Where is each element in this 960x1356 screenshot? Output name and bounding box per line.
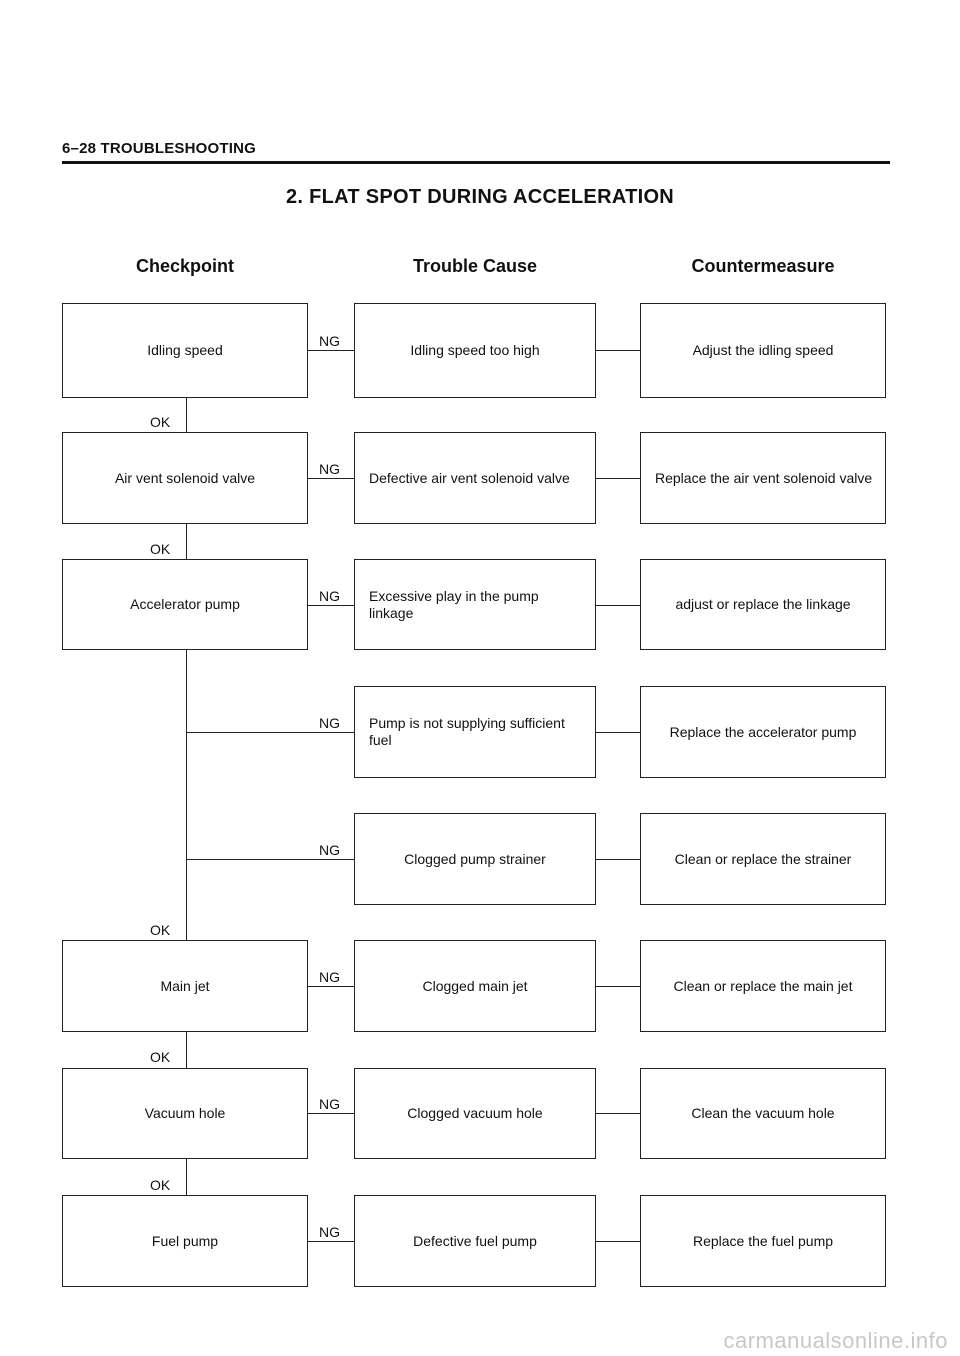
trouble-cause-label: Clogged pump strainer xyxy=(404,850,546,867)
trouble-cause-label: Idling speed too high xyxy=(410,342,540,358)
countermeasure-label: adjust or replace the linkage xyxy=(675,596,851,612)
countermeasure-box: Clean the vacuum hole xyxy=(640,1068,886,1159)
trouble-cause-box: Clogged main jet xyxy=(354,940,596,1032)
ok-label: OK xyxy=(150,1049,171,1065)
ng-label: NG xyxy=(319,1224,340,1240)
ng-connector-line xyxy=(308,1241,354,1242)
watermark-text: carmanualsonline.info xyxy=(723,1328,948,1353)
countermeasure-box: Replace the accelerator pump xyxy=(640,686,886,778)
trouble-cause-label: Defective fuel pump xyxy=(413,1232,537,1249)
trouble-cause-label: Clogged vacuum hole xyxy=(407,1105,543,1121)
ng-connector-line xyxy=(308,350,354,351)
ng-label: NG xyxy=(319,461,340,477)
countermeasure-label: Clean or replace the strainer xyxy=(674,850,852,867)
countermeasure-box: Adjust the idling speed xyxy=(640,303,886,398)
checkpoint-box: Main jet xyxy=(62,940,308,1032)
cause-measure-connector xyxy=(596,478,640,479)
ok-label: OK xyxy=(150,1177,171,1193)
countermeasure-label: Clean or replace the main jet xyxy=(673,977,853,994)
trouble-cause-label: Pump is not supplying sufficient fuel xyxy=(369,715,565,748)
trouble-cause-box: Idling speed too high xyxy=(354,303,596,398)
countermeasure-box: Clean or replace the strainer xyxy=(640,813,886,905)
countermeasure-label: Adjust the idling speed xyxy=(692,342,834,358)
ok-connector-line xyxy=(186,398,187,432)
column-heading-trouble-cause: Trouble Cause xyxy=(412,256,538,276)
ng-connector-line xyxy=(308,478,354,479)
checkpoint-label: Fuel pump xyxy=(151,1232,219,1249)
countermeasure-box: Replace the air vent solenoid valve xyxy=(640,432,886,524)
checkpoint-box: Air vent solenoid valve xyxy=(62,432,308,524)
trouble-cause-box: Excessive play in the pump linkage xyxy=(354,559,596,650)
checkpoint-label: Accelerator pump xyxy=(130,596,240,612)
ng-connector-line xyxy=(186,732,354,733)
cause-measure-connector xyxy=(596,986,640,987)
cause-measure-connector xyxy=(596,605,640,606)
trouble-cause-box: Clogged vacuum hole xyxy=(354,1068,596,1159)
checkpoint-box: Accelerator pump xyxy=(62,559,308,650)
checkpoint-label: Air vent solenoid valve xyxy=(114,469,256,486)
trouble-cause-label: Clogged main jet xyxy=(422,977,528,994)
checkpoint-box: Fuel pump xyxy=(62,1195,308,1287)
ng-connector-line xyxy=(308,605,354,606)
column-heading-checkpoint: Checkpoint xyxy=(135,256,234,276)
ng-label: NG xyxy=(319,969,340,985)
ok-label: OK xyxy=(150,541,171,557)
checkpoint-label: Main jet xyxy=(160,977,210,994)
trouble-cause-box: Defective fuel pump xyxy=(354,1195,596,1287)
checkpoint-label: Vacuum hole xyxy=(144,1105,226,1121)
column-heading-countermeasure: Countermeasure xyxy=(691,256,835,276)
ng-label: NG xyxy=(319,588,340,604)
cause-measure-connector xyxy=(596,859,640,860)
ng-label: NG xyxy=(319,842,340,858)
ok-connector-line xyxy=(186,524,187,559)
header-rule xyxy=(62,161,890,164)
countermeasure-label: Replace the accelerator pump xyxy=(669,723,857,740)
section-header: 6–28 TROUBLESHOOTING xyxy=(62,140,257,157)
ng-connector-line xyxy=(186,859,354,860)
countermeasure-box: Clean or replace the main jet xyxy=(640,940,886,1032)
ok-connector-line xyxy=(186,650,187,940)
cause-measure-connector xyxy=(596,350,640,351)
countermeasure-box: adjust or replace the linkage xyxy=(640,559,886,650)
ng-label: NG xyxy=(319,1096,340,1112)
trouble-cause-box: Defective air vent solenoid valve xyxy=(354,432,596,524)
trouble-cause-label: Excessive play in the pump linkage xyxy=(369,587,539,621)
ok-label: OK xyxy=(150,414,171,430)
countermeasure-label: Replace the air vent solenoid valve xyxy=(655,469,873,486)
countermeasure-label: Replace the fuel pump xyxy=(692,1232,834,1249)
cause-measure-connector xyxy=(596,732,640,733)
ok-connector-line xyxy=(186,1159,187,1195)
trouble-cause-box: Pump is not supplying sufficient fuel xyxy=(354,686,596,778)
trouble-cause-label: Defective air vent solenoid valve xyxy=(369,469,570,486)
ok-connector-line xyxy=(186,1032,187,1068)
countermeasure-box: Replace the fuel pump xyxy=(640,1195,886,1287)
page-title: 2. FLAT SPOT DURING ACCELERATION xyxy=(285,186,675,208)
trouble-cause-box: Clogged pump strainer xyxy=(354,813,596,905)
checkpoint-box: Idling speed xyxy=(62,303,308,398)
countermeasure-label: Clean the vacuum hole xyxy=(691,1105,835,1121)
ng-label: NG xyxy=(319,715,340,731)
checkpoint-box: Vacuum hole xyxy=(62,1068,308,1159)
ng-connector-line xyxy=(308,1113,354,1114)
ng-label: NG xyxy=(319,333,340,349)
checkpoint-label: Idling speed xyxy=(147,342,223,358)
cause-measure-connector xyxy=(596,1241,640,1242)
ng-connector-line xyxy=(308,986,354,987)
cause-measure-connector xyxy=(596,1113,640,1114)
ok-label: OK xyxy=(150,922,171,938)
